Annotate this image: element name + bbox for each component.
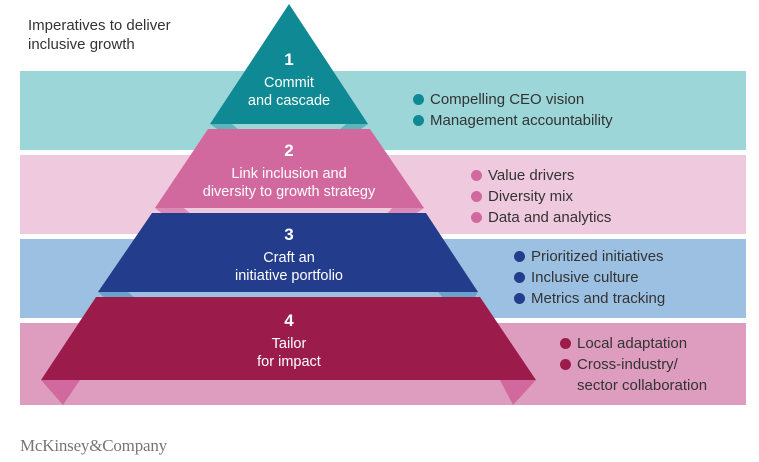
level-4-label: 4 Tailor for impact xyxy=(219,311,359,371)
level-3-number: 3 xyxy=(284,225,294,244)
level-3-label-line-1: Craft an xyxy=(263,250,315,266)
level-4-shadow-left xyxy=(41,380,80,405)
list-item: Prioritized initiatives xyxy=(514,246,665,267)
bullet-dot-icon xyxy=(514,251,525,262)
level-4-label-line-2: for impact xyxy=(257,354,321,370)
list-item: Value drivers xyxy=(471,165,611,186)
level-3-trapezoid xyxy=(98,213,478,292)
level-2-bullets: Value drivers Diversity mix Data and ana… xyxy=(471,165,611,228)
bullet-text: Inclusive culture xyxy=(531,269,639,286)
bullet-text: Compelling CEO vision xyxy=(430,91,585,108)
level-2-label: 2 Link inclusion and diversity to growth… xyxy=(169,141,409,201)
level-4-number: 4 xyxy=(284,311,294,330)
list-item: Metrics and tracking xyxy=(514,288,665,309)
level-2-label-line-2: diversity to growth strategy xyxy=(202,184,376,200)
list-item: Cross-industry/sector collaboration xyxy=(560,354,707,396)
level-2-trapezoid xyxy=(155,129,424,208)
band-level-1 xyxy=(20,71,746,150)
bullet-dot-icon xyxy=(413,115,424,126)
bullet-text: Prioritized initiatives xyxy=(531,248,664,265)
bullet-text: Cross-industry/ xyxy=(577,356,678,373)
level-1-triangle xyxy=(210,4,368,124)
bullet-dot-icon xyxy=(413,94,424,105)
bullet-text: Local adaptation xyxy=(577,335,688,352)
list-item: Diversity mix xyxy=(471,186,611,207)
level-1-label: 1 Commit and cascade xyxy=(219,50,359,110)
bullet-dot-icon xyxy=(471,191,482,202)
list-item: Local adaptation xyxy=(560,333,707,354)
list-item: Compelling CEO vision xyxy=(413,89,613,110)
bullet-text: Diversity mix xyxy=(488,188,573,205)
level-1-number: 1 xyxy=(284,50,294,69)
bullet-dot-icon xyxy=(560,338,571,349)
bullet-dot-icon xyxy=(560,359,571,370)
level-2-number: 2 xyxy=(284,141,294,160)
list-item: Data and analytics xyxy=(471,207,611,228)
bullet-dot-icon xyxy=(471,212,482,223)
level-4-shadow-right xyxy=(500,380,536,405)
bullet-text-continuation: sector collaboration xyxy=(577,377,708,394)
level-1-label-line-2: and cascade xyxy=(247,93,331,109)
title-line-1: Imperatives to deliver xyxy=(28,17,171,34)
level-4-bullets: Local adaptation Cross-industry/sector c… xyxy=(560,333,707,396)
bullet-dot-icon xyxy=(514,293,525,304)
level-3-bullets: Prioritized initiatives Inclusive cultur… xyxy=(514,246,665,309)
level-1-bullets: Compelling CEO vision Management account… xyxy=(413,89,613,131)
mckinsey-logo: McKinsey&Company xyxy=(20,436,167,455)
bullet-dot-icon xyxy=(514,272,525,283)
level-4-label-line-1: Tailor xyxy=(271,336,307,352)
diagram-title: Imperatives to deliver inclusive growth xyxy=(28,16,248,54)
level-3-label: 3 Craft an initiative portfolio xyxy=(189,225,389,285)
bullet-text: Metrics and tracking xyxy=(531,290,666,307)
bullet-text: Data and analytics xyxy=(488,209,612,226)
bullet-dot-icon xyxy=(471,170,482,181)
title-line-2: inclusive growth xyxy=(28,36,135,53)
level-3-label-line-2: initiative portfolio xyxy=(235,268,343,284)
bullet-text: Management accountability xyxy=(430,112,613,129)
level-2-label-line-1: Link inclusion and xyxy=(231,166,347,182)
level-4-trapezoid xyxy=(41,297,536,380)
list-item: Management accountability xyxy=(413,110,613,131)
level-1-label-line-1: Commit xyxy=(264,75,314,91)
bullet-text: Value drivers xyxy=(488,167,575,184)
list-item: Inclusive culture xyxy=(514,267,665,288)
